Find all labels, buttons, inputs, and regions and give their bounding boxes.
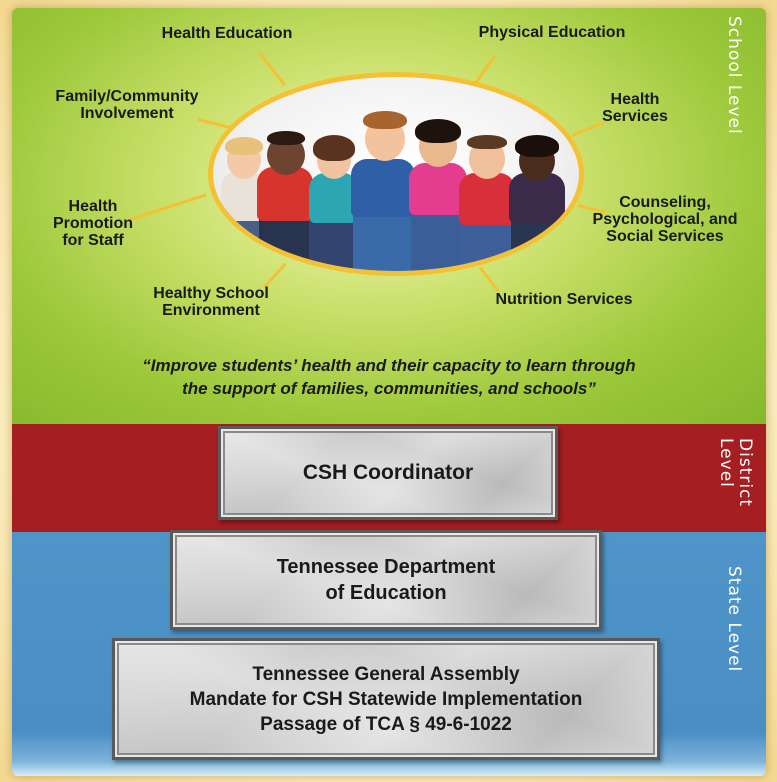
assembly-line-3: Passage of TCA § 49-6-1022: [260, 713, 512, 735]
assembly-text: Tennessee General Assembly Mandate for C…: [190, 662, 583, 737]
quote-line-1: “Improve students’ health and their capa…: [142, 356, 636, 375]
district-level-text: District Level: [716, 438, 755, 508]
component-health-services: Health Services: [602, 91, 668, 125]
general-assembly-block: Tennessee General Assembly Mandate for C…: [112, 638, 660, 760]
csh-coordinator-text: CSH Coordinator: [302, 461, 474, 484]
csh-model-panel: Health Education Physical Education Fami…: [12, 8, 766, 776]
quote-line-2: the support of families, communities, an…: [182, 379, 596, 398]
component-health-promotion-staff: Health Promotion for Staff: [53, 198, 133, 249]
children-photo: [208, 72, 584, 276]
component-nutrition-services: Nutrition Services: [495, 291, 633, 308]
component-family-community-involvement: Family/Community Involvement: [55, 88, 199, 122]
assembly-line-2: Mandate for CSH Statewide Implementation: [189, 688, 583, 710]
department-line-2: of Education: [325, 582, 447, 604]
school-level-section: Health Education Physical Education Fami…: [12, 8, 766, 424]
state-level-label: State Level: [724, 566, 744, 673]
spoke-health-education: [258, 52, 286, 86]
department-line-1: Tennessee Department: [276, 556, 496, 578]
assembly-line-1: Tennessee General Assembly: [252, 663, 520, 685]
spoke-health-promotion: [129, 193, 207, 221]
component-physical-education: Physical Education: [478, 24, 626, 41]
mission-quote: “Improve students’ health and their capa…: [52, 354, 726, 400]
component-counseling-services: Counseling, Psychological, and Social Se…: [592, 194, 738, 245]
component-healthy-school-environment: Healthy School Environment: [153, 285, 269, 319]
school-level-label: School Level: [724, 16, 744, 135]
department-of-education-block: Tennessee Department of Education: [170, 530, 602, 630]
district-level-label: District Level: [714, 438, 755, 530]
component-health-education: Health Education: [161, 25, 293, 42]
department-text: Tennessee Department of Education: [277, 554, 496, 606]
csh-coordinator-block: CSH Coordinator: [218, 426, 558, 520]
